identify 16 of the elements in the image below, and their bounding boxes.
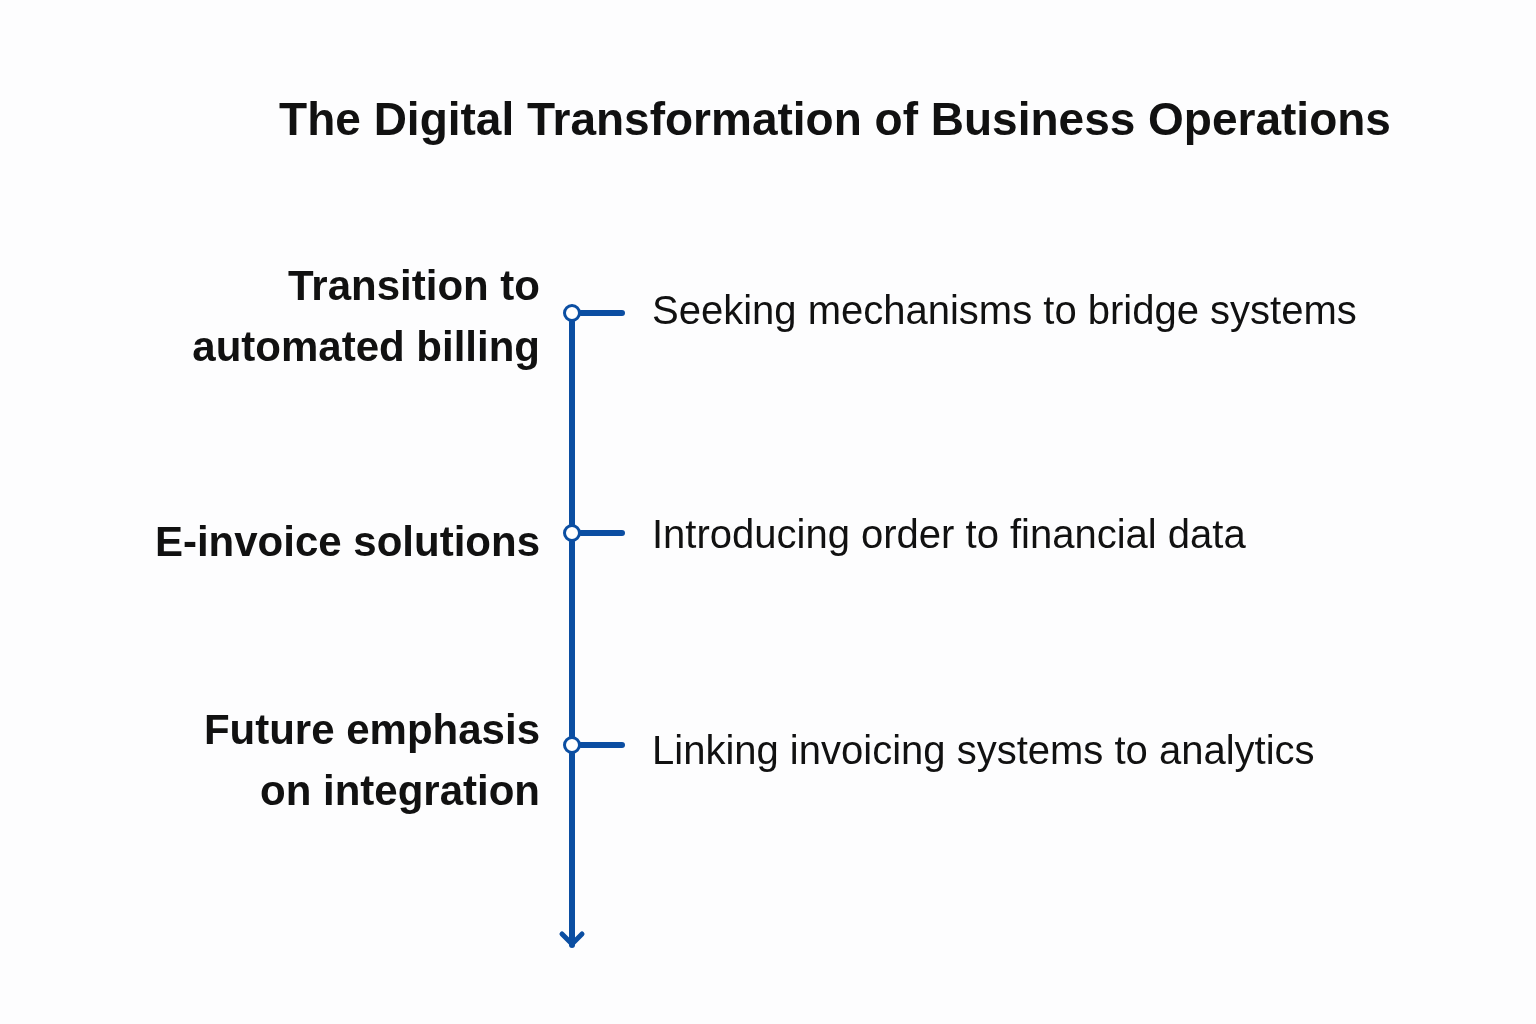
step-heading: Transition to automated billing xyxy=(191,261,540,372)
step-description: Linking invoicing systems to analytics xyxy=(622,728,1315,773)
timeline-dot xyxy=(563,304,581,322)
step-heading: Future emphasis on integration xyxy=(202,705,540,816)
step-heading: E-invoice solutions xyxy=(153,517,540,567)
step-description: Seeking mechanisms to bridge systems xyxy=(622,288,1357,333)
timeline-arrow xyxy=(559,751,585,948)
connector-line xyxy=(578,310,625,316)
title: The Digital Transformation of Business Operations xyxy=(278,92,1392,146)
connector-line xyxy=(578,530,625,536)
timeline-dot xyxy=(563,524,581,542)
timeline-line xyxy=(569,539,575,739)
step-description: Introducing order to financial data xyxy=(622,512,1246,557)
timeline-dot xyxy=(563,736,581,754)
timeline-line xyxy=(569,319,575,527)
connector-line xyxy=(578,742,625,748)
